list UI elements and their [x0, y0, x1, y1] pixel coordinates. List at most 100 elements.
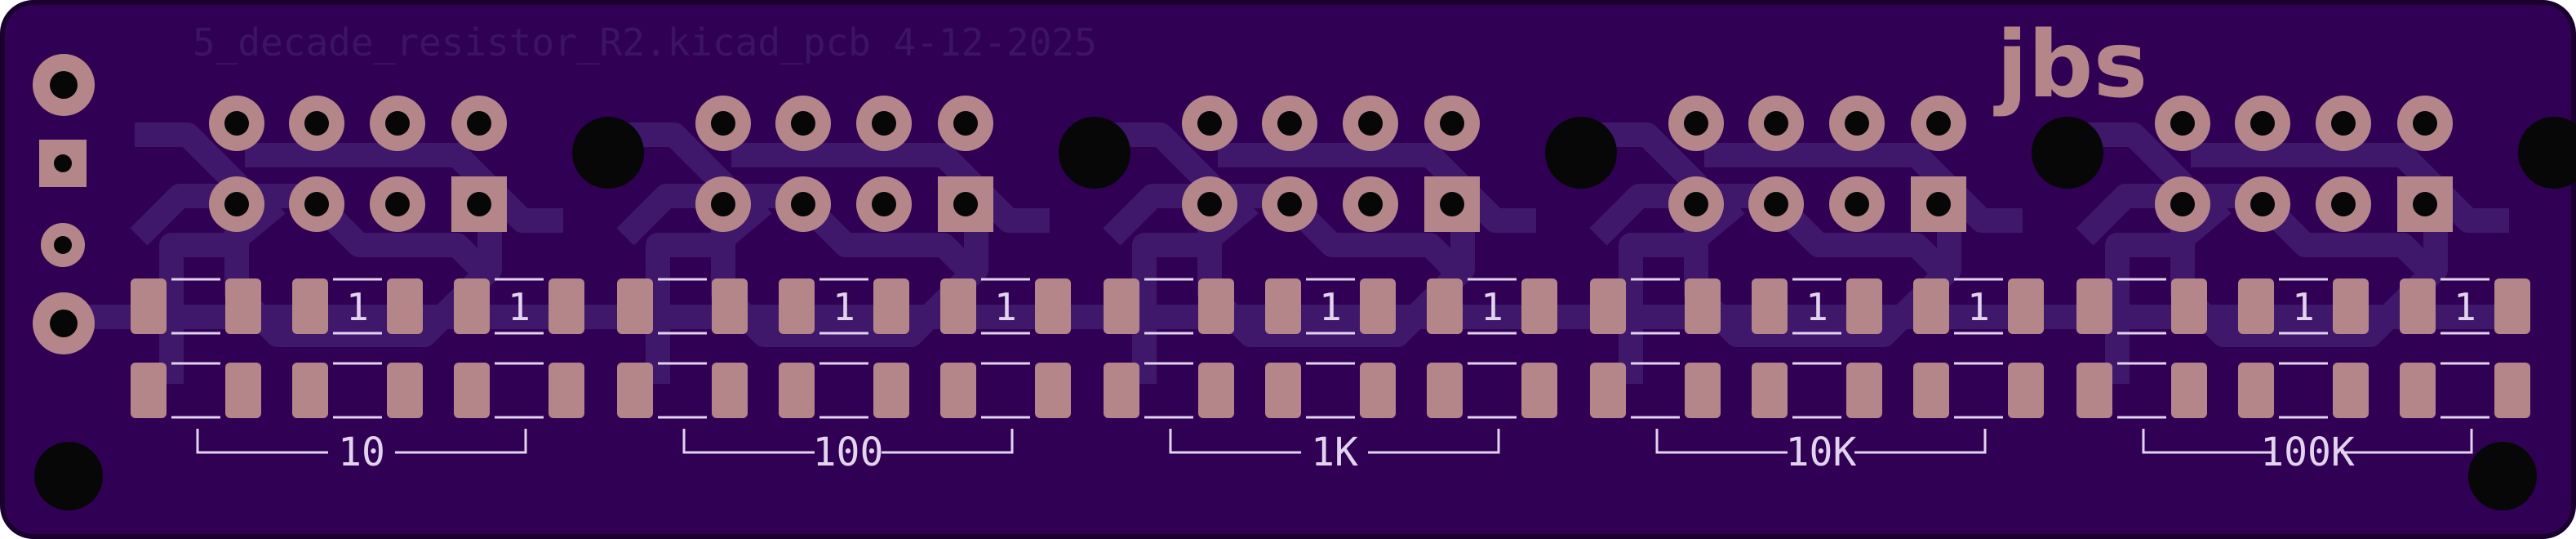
drill-hole — [467, 192, 491, 216]
smd-pad-right — [1685, 363, 1721, 418]
drill-hole — [711, 192, 735, 216]
silk-bracket — [395, 429, 527, 454]
smd-pad-right — [549, 278, 584, 334]
drill-hole — [1277, 111, 1302, 136]
smd-pad-right — [1685, 278, 1721, 334]
mount-hole-top — [50, 71, 78, 99]
corner-hole-bottom-right — [2468, 442, 2537, 510]
silk-bracket — [1655, 429, 1788, 454]
silk-bracket — [682, 429, 815, 454]
drill-hole — [2413, 192, 2437, 216]
smd-pad-right — [1198, 363, 1234, 418]
smd-pad-left — [617, 363, 653, 418]
drill-hole — [2170, 192, 2195, 216]
silk-bracket — [196, 429, 328, 454]
smd-pad-right — [225, 278, 261, 334]
smd-pad-left — [2400, 278, 2436, 334]
drill-hole — [2331, 192, 2356, 216]
smd-pad-right — [1035, 278, 1071, 334]
smd-pad-right — [873, 278, 909, 334]
smd-pad-left — [1752, 278, 1788, 334]
silk-bracket — [2341, 429, 2473, 454]
drill-hole — [1764, 192, 1788, 216]
drill-hole — [2413, 111, 2437, 136]
smd-pad-right — [225, 363, 261, 418]
smd-pad-left — [454, 363, 490, 418]
smd-pad-left — [779, 363, 815, 418]
smd-pad-left — [2400, 363, 2436, 418]
drill-hole — [1684, 111, 1708, 136]
mounting-hole — [1059, 117, 1130, 189]
smd-pad-left — [1104, 363, 1139, 418]
drill-hole — [304, 192, 329, 216]
smd-pad-right — [2494, 278, 2530, 334]
drill-hole — [1358, 192, 1383, 216]
smd-pad-left — [1752, 363, 1788, 418]
smd-pad-right — [2171, 363, 2207, 418]
smd-pad-right — [1198, 278, 1234, 334]
drill-hole — [711, 111, 735, 136]
drill-hole — [2250, 111, 2275, 136]
logo-jbs: jbs — [1993, 12, 2147, 118]
smd-pad-left — [1265, 278, 1301, 334]
drill-hole — [224, 111, 249, 136]
smd-pad-right — [1360, 278, 1396, 334]
drill-hole — [1845, 111, 1869, 136]
drill-hole — [791, 192, 815, 216]
decade-label: 10 — [338, 430, 385, 475]
decade-label: 100K — [2260, 430, 2355, 475]
smd-pad-right — [2008, 363, 2044, 418]
smd-pad-left — [2076, 363, 2112, 418]
smd-pad-right — [712, 278, 748, 334]
smd-pad-right — [2008, 278, 2044, 334]
mounting-hole — [572, 117, 644, 189]
pin1-marker: 1 — [1319, 285, 1342, 329]
drill-hole — [1277, 192, 1302, 216]
smd-pad-left — [2238, 278, 2274, 334]
smd-pad-left — [1913, 278, 1949, 334]
connector-hole-1 — [54, 154, 72, 172]
decade-label: 1K — [1311, 430, 1358, 475]
smd-pad-right — [1846, 278, 1882, 334]
drill-hole — [1440, 111, 1464, 136]
pin1-marker: 1 — [1805, 285, 1828, 329]
drill-hole — [1926, 192, 1951, 216]
mounting-hole — [2032, 117, 2103, 189]
smd-pad-left — [940, 278, 976, 334]
smd-pad-left — [131, 363, 167, 418]
smd-pad-left — [1427, 363, 1463, 418]
pin1-marker: 1 — [1967, 285, 1990, 329]
drill-hole — [1764, 111, 1788, 136]
smd-pad-left — [940, 363, 976, 418]
smd-pad-left — [617, 278, 653, 334]
smd-pad-right — [387, 278, 423, 334]
smd-pad-left — [1104, 278, 1139, 334]
drill-hole — [1197, 111, 1222, 136]
smd-pad-right — [712, 363, 748, 418]
smd-pad-left — [1265, 363, 1301, 418]
silk-bracket — [2142, 429, 2274, 454]
drill-hole — [791, 111, 815, 136]
mount-hole-bottom — [50, 310, 78, 337]
smd-pad-left — [1913, 363, 1949, 418]
smd-pad-left — [1427, 278, 1463, 334]
smd-pad-left — [779, 278, 815, 334]
smd-pad-right — [2333, 278, 2369, 334]
drill-hole — [953, 111, 978, 136]
mounting-hole — [2518, 117, 2576, 189]
drill-hole — [385, 111, 410, 136]
corner-hole-bottom-left — [34, 442, 103, 510]
drill-hole — [1845, 192, 1869, 216]
pin1-marker: 1 — [346, 285, 369, 329]
smd-pad-right — [2494, 363, 2530, 418]
smd-pad-right — [873, 363, 909, 418]
smd-pad-right — [2333, 363, 2369, 418]
drill-hole — [2250, 192, 2275, 216]
smd-pad-left — [292, 278, 328, 334]
decade-label: 100 — [813, 430, 884, 475]
